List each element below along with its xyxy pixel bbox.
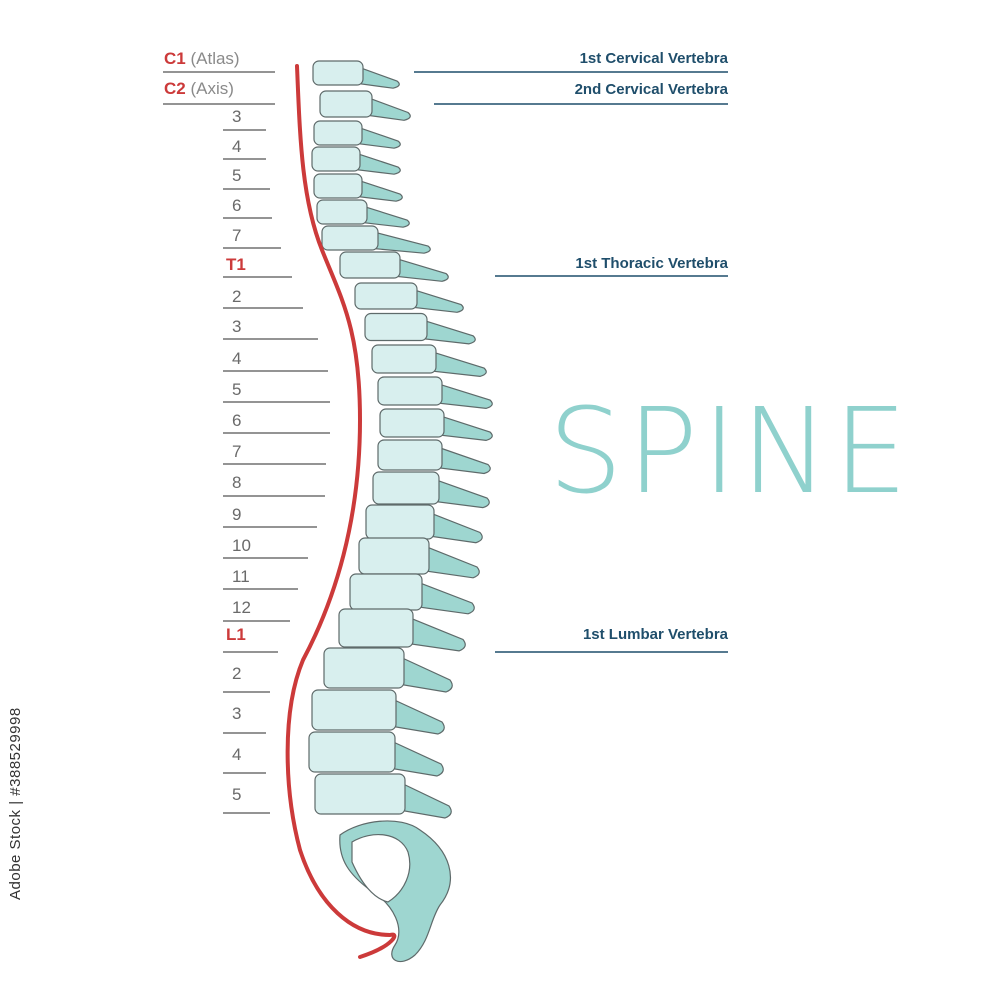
stock-watermark: Adobe Stock | #388529998 (7, 707, 24, 900)
spinous-process-13 (437, 414, 493, 442)
vertebra-body-8 (339, 251, 401, 279)
leader-lines (163, 71, 728, 814)
label-thoracic-9: 9 (232, 505, 242, 524)
label-thoracic-3: 3 (232, 317, 242, 336)
label-lumbar-2: 2 (232, 664, 242, 683)
label-c2-name: (Axis) (190, 79, 234, 98)
vertebra-body-19 (338, 608, 414, 648)
label-first-thoracic: 1st Thoracic Vertebra (575, 255, 728, 272)
label-c1-name: (Atlas) (190, 49, 240, 68)
label-t1: T1 (226, 255, 246, 274)
label-thoracic-7: 7 (232, 442, 242, 461)
spinous-process-4 (353, 151, 401, 175)
spinous-process-10 (420, 318, 476, 345)
label-thoracic-10: 10 (232, 536, 251, 555)
label-thoracic-6: 6 (232, 411, 242, 430)
label-thoracic-11: 11 (232, 567, 250, 586)
label-cervical-6: 6 (232, 196, 242, 215)
label-c2: C2 (Axis) (164, 80, 234, 97)
label-lumbar-5: 5 (232, 785, 242, 804)
spinous-process-21 (389, 697, 445, 735)
label-cervical-5: 5 (232, 166, 242, 185)
vertebra-body-12 (377, 376, 443, 406)
label-c1: C1 (Atlas) (164, 50, 240, 67)
vertebra-body-7 (321, 225, 379, 251)
label-l1: L1 (226, 625, 246, 644)
vertebra-body-20 (323, 647, 405, 689)
sacral-opening (351, 834, 411, 903)
label-second-cervical: 2nd Cervical Vertebra (574, 81, 728, 98)
spinous-process-15 (432, 477, 490, 509)
spinous-process-3 (355, 125, 401, 149)
vertebra-body-5 (313, 173, 363, 199)
label-cervical-3: 3 (232, 107, 242, 126)
label-first-cervical: 1st Cervical Vertebra (579, 50, 728, 67)
spinous-process-16 (427, 511, 483, 544)
spinous-process-20 (397, 655, 453, 693)
vertebra-body-11 (371, 344, 437, 374)
spinous-process-19 (406, 615, 466, 652)
vertebra-body-3 (313, 120, 363, 146)
vertebra-body-21 (311, 689, 397, 731)
vertebra-body-23 (314, 773, 406, 815)
label-c2-code: C2 (164, 79, 186, 98)
label-thoracic-4: 4 (232, 349, 242, 368)
vertebra-body-16 (365, 504, 435, 540)
label-cervical-4: 4 (232, 137, 242, 156)
vertebra-body-2 (319, 90, 373, 118)
spinous-process-5 (355, 178, 403, 202)
spinous-process-11 (429, 350, 487, 378)
label-c1-code: C1 (164, 49, 186, 68)
vertebra-body-15 (372, 471, 440, 505)
label-thoracic-2: 2 (232, 287, 242, 306)
spinous-process-18 (415, 580, 475, 615)
label-thoracic-5: 5 (232, 380, 242, 399)
spinous-process-22 (388, 739, 444, 777)
label-thoracic-12: 12 (232, 598, 251, 617)
label-thoracic-8: 8 (232, 473, 242, 492)
spinous-process-1 (356, 65, 400, 89)
spinous-process-2 (365, 96, 411, 121)
spine-title: SPINE (548, 382, 912, 520)
vertebra-body-1 (312, 60, 364, 86)
spinous-process-9 (410, 288, 464, 313)
label-cervical-7: 7 (232, 226, 242, 245)
spinous-process-8 (393, 257, 449, 282)
vertebra-body-6 (316, 199, 368, 225)
vertebra-body-9 (354, 282, 418, 310)
vertebra-body-17 (358, 537, 430, 575)
vertebra-body-10 (364, 312, 428, 342)
spinous-process-14 (435, 445, 491, 475)
spinous-process-23 (398, 781, 452, 819)
vertebral-column (308, 60, 493, 963)
spinal-curve-line (285, 64, 397, 959)
spinous-process-17 (422, 544, 480, 579)
label-lumbar-3: 3 (232, 704, 242, 723)
vertebra-body-22 (308, 731, 396, 773)
vertebra-body-18 (349, 573, 423, 611)
spinous-process-7 (371, 230, 431, 254)
spinous-process-12 (435, 382, 493, 410)
vertebra-body-13 (379, 408, 445, 438)
label-first-lumbar: 1st Lumbar Vertebra (582, 626, 728, 643)
spinous-process-6 (360, 204, 410, 228)
vertebra-body-14 (377, 439, 443, 471)
label-lumbar-4: 4 (232, 745, 242, 764)
vertebra-body-4 (311, 146, 361, 172)
